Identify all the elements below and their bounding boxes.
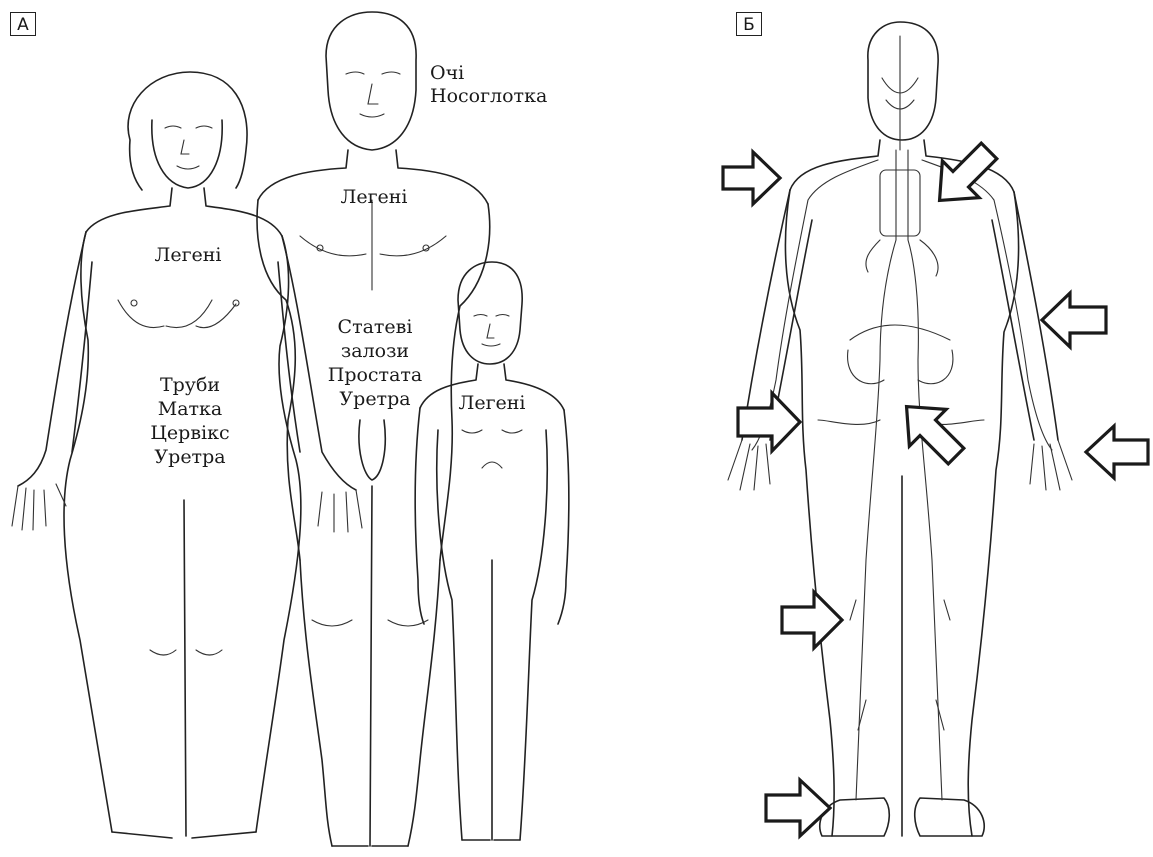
arrow-hand-right	[1086, 426, 1148, 478]
arrow-forearm-right	[1042, 293, 1106, 347]
arrow-ankle-left	[766, 780, 830, 836]
arrow-chest-diagonal	[921, 133, 1007, 219]
arrow-shoulder-left	[723, 152, 780, 204]
arrow-knee-left	[782, 592, 842, 648]
arrow-hip-left	[738, 393, 800, 451]
arrow-groin-diagonal	[888, 388, 974, 474]
